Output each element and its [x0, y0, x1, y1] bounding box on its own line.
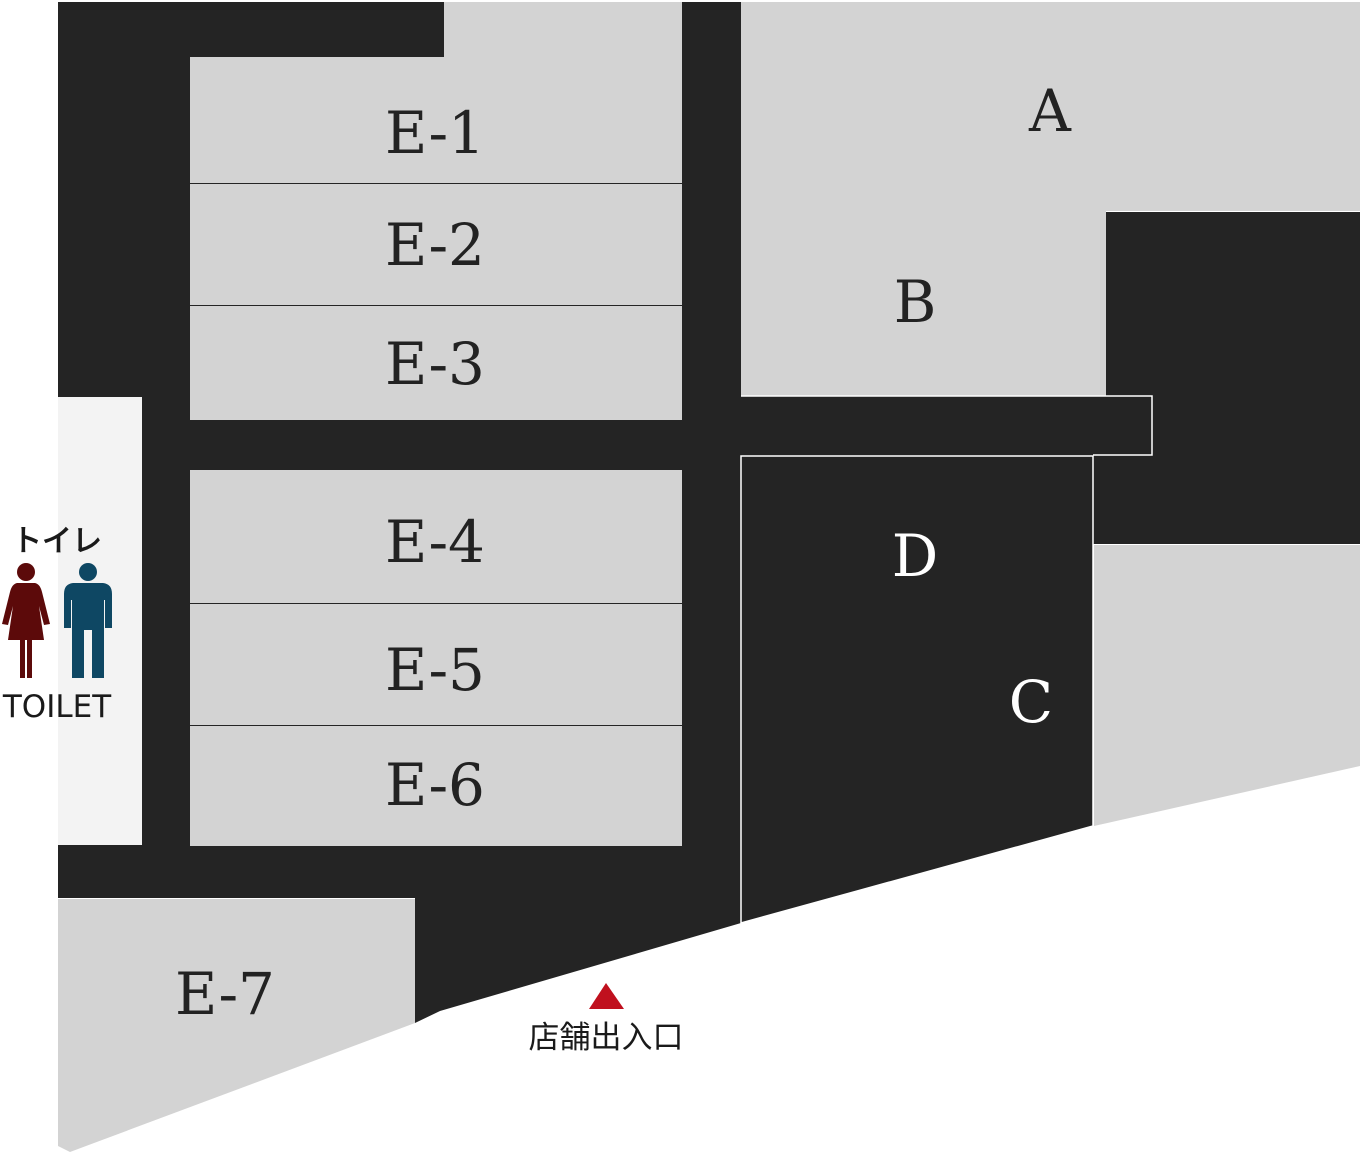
zone-label-d: D — [892, 522, 939, 590]
shop-d-c[interactable] — [740, 455, 1094, 924]
shop-d-c-top-notch — [741, 395, 1153, 456]
female-restroom-icon — [2, 563, 50, 678]
toilet-label-en: TOILET — [2, 689, 112, 725]
zone-label-e1: E-1 — [385, 99, 485, 167]
zone-label-a: A — [1028, 77, 1072, 145]
back-room-right — [1106, 212, 1360, 396]
toilet-label-jp: トイレ — [12, 524, 102, 559]
zone-label-e6: E-6 — [385, 751, 485, 819]
zone-label-e4: E-4 — [385, 508, 485, 576]
zone-label-e3: E-3 — [385, 330, 485, 398]
shop-e3[interactable] — [190, 306, 682, 420]
zone-label-e2: E-2 — [385, 211, 485, 279]
shop-a-b[interactable] — [741, 2, 1360, 396]
shop-e2[interactable] — [190, 184, 682, 305]
shop-e4[interactable] — [190, 470, 682, 603]
shop-e5[interactable] — [190, 604, 682, 725]
zone-label-e5: E-5 — [385, 636, 485, 704]
zone-label-c: C — [1009, 668, 1053, 736]
shop-e7[interactable] — [58, 899, 415, 1152]
triangle-up-icon — [589, 983, 624, 1009]
shop-right-lower[interactable] — [1094, 545, 1360, 826]
shop-e1-top[interactable] — [190, 2, 682, 183]
zone-label-b: B — [894, 268, 937, 336]
entrance-label: 店舗出入口 — [529, 1020, 684, 1056]
male-restroom-icon — [64, 563, 112, 678]
shop-e6[interactable] — [190, 726, 682, 846]
zone-label-e7: E-7 — [175, 960, 275, 1028]
